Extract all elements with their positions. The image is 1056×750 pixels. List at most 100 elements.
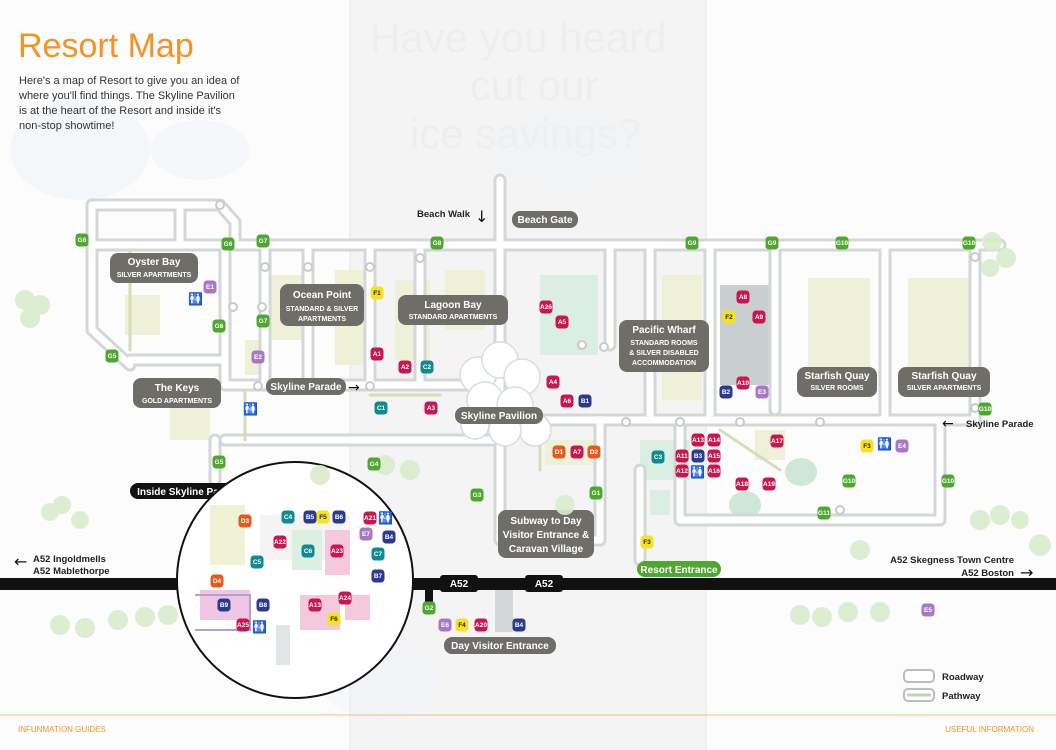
pacific-wharf-name: Pacific Wharf — [632, 325, 696, 336]
marker-badge — [675, 464, 689, 478]
toilet-icon: 🚻 — [243, 402, 258, 416]
west-destination: ← A52 Ingoldmells A52 Mablethorpe — [14, 552, 110, 577]
marker-a18: A18 — [735, 477, 749, 491]
label-lagoon-bay: Lagoon Bay STANDARD APARTMENTS — [398, 295, 508, 325]
marker-code: G9 — [768, 240, 777, 247]
marker-badge — [512, 618, 526, 632]
starfish-quay-name: Starfish Quay — [804, 371, 869, 382]
marker-a23: A23 — [330, 544, 344, 558]
marker-a6: A6 — [560, 394, 574, 408]
marker-code: A2 — [401, 364, 410, 371]
marker-f2: F2 — [722, 310, 736, 324]
marker-badge — [736, 376, 750, 390]
label-starfish-quay-rooms: Starfish Quay SILVER ROOMS — [797, 367, 877, 397]
marker-badge — [675, 449, 689, 463]
marker-badge — [589, 486, 603, 500]
legend-pathway: Pathway — [903, 688, 981, 702]
marker-code: B3 — [694, 453, 703, 460]
marker-code: A23 — [331, 548, 343, 555]
beach-gate-name: Beach Gate — [517, 215, 572, 226]
marker-b4: B4 — [382, 530, 396, 544]
legend-pathway-label: Pathway — [942, 691, 981, 702]
lagoon-bay-sub: STANDARD APARTMENTS — [409, 314, 498, 321]
east-dest-line: A52 Skegness Town Centre — [890, 555, 1014, 566]
marker-g1: G1 — [589, 486, 603, 500]
toilet-icon: 🚻 — [378, 511, 393, 525]
marker-code: B6 — [335, 514, 344, 521]
intro-text: Here's a map of Resort to give you an id… — [18, 75, 240, 132]
marker-code: B9 — [220, 602, 229, 609]
marker-g6: G6 — [221, 237, 235, 251]
marker-badge — [316, 510, 330, 524]
marker-a5: A5 — [555, 315, 569, 329]
marker-g6: G6 — [75, 233, 89, 247]
marker-badge — [359, 527, 373, 541]
label-starfish-quay-apartments: Starfish Quay SILVER APARTMENTS — [898, 367, 990, 397]
show-through-text: Have you heard cut our ice savings? — [370, 14, 667, 157]
marker-badge — [327, 612, 341, 626]
marker-badge — [363, 511, 377, 525]
marker-badge — [736, 290, 750, 304]
marker-f3: F3 — [640, 535, 654, 549]
resort-entrance-name: Resort Entrance — [640, 565, 718, 576]
marker-code: C3 — [654, 454, 663, 461]
marker-g9: G9 — [765, 236, 779, 250]
day-visitor-road — [495, 590, 513, 632]
legend-roadway: Roadway — [903, 669, 984, 683]
marker-badge — [474, 618, 488, 632]
marker-code: B7 — [374, 573, 383, 580]
marker-g5: G5 — [105, 349, 119, 363]
marker-badge — [817, 506, 831, 520]
marker-badge — [210, 574, 224, 588]
marker-code: A3 — [427, 405, 436, 412]
skyline-parade-east-label: ← Skyline Parade — [942, 416, 1034, 432]
marker-f1: F1 — [370, 286, 384, 300]
skyline-parade-east: Skyline Parade — [966, 419, 1034, 430]
marker-code: F3 — [643, 539, 651, 546]
subway-line: Visitor Entrance & — [503, 530, 590, 541]
marker-code: C6 — [304, 548, 313, 555]
marker-badge — [367, 457, 381, 471]
marker-code: G9 — [688, 240, 697, 247]
marker-badge — [256, 314, 270, 328]
intro-line: where you'll find things. The Skyline Pa… — [18, 90, 235, 102]
marker-b1: B1 — [578, 394, 592, 408]
marker-a8: A8 — [736, 290, 750, 304]
marker-badge — [281, 510, 295, 524]
marker-code: G5 — [108, 353, 117, 360]
marker-e4: E4 — [895, 439, 909, 453]
marker-code: A22 — [274, 539, 286, 546]
marker-badge — [921, 603, 935, 617]
intro-line: is at the heart of the Resort and inside… — [19, 105, 222, 117]
marker-f4: F4 — [455, 618, 469, 632]
marker-badge — [420, 360, 434, 374]
marker-code: E1 — [206, 284, 214, 291]
marker-g10: G10 — [962, 236, 976, 250]
marker-code: G4 — [370, 461, 379, 468]
beach-walk-name: Beach Walk — [417, 209, 471, 220]
label-skyline-pavilion: Skyline Pavilion — [455, 407, 543, 424]
marker-code: D3 — [241, 518, 250, 525]
marker-badge — [755, 385, 769, 399]
marker-c7: C7 — [371, 547, 385, 561]
marker-code: E3 — [758, 389, 766, 396]
marker-c1: C1 — [374, 401, 388, 415]
marker-badge — [470, 488, 484, 502]
marker-code: G5 — [215, 459, 224, 466]
marker-code: C5 — [253, 559, 262, 566]
marker-badge — [338, 591, 352, 605]
marker-badge — [552, 445, 566, 459]
page-title: Resort Map — [18, 27, 194, 65]
marker-code: G10 — [942, 478, 955, 485]
marker-d3: D3 — [238, 514, 252, 528]
marker-code: A21 — [364, 515, 376, 522]
marker-a14: A14 — [707, 433, 721, 447]
marker-a7: A7 — [570, 445, 584, 459]
marker-code: G3 — [473, 492, 482, 499]
toilet-icons: 🚻 🚻 🚻 🚻 🚻 🚻 — [188, 292, 892, 634]
marker-a13: A13 — [691, 433, 705, 447]
marker-g10: G10 — [978, 402, 992, 416]
marker-code: A19 — [763, 481, 775, 488]
